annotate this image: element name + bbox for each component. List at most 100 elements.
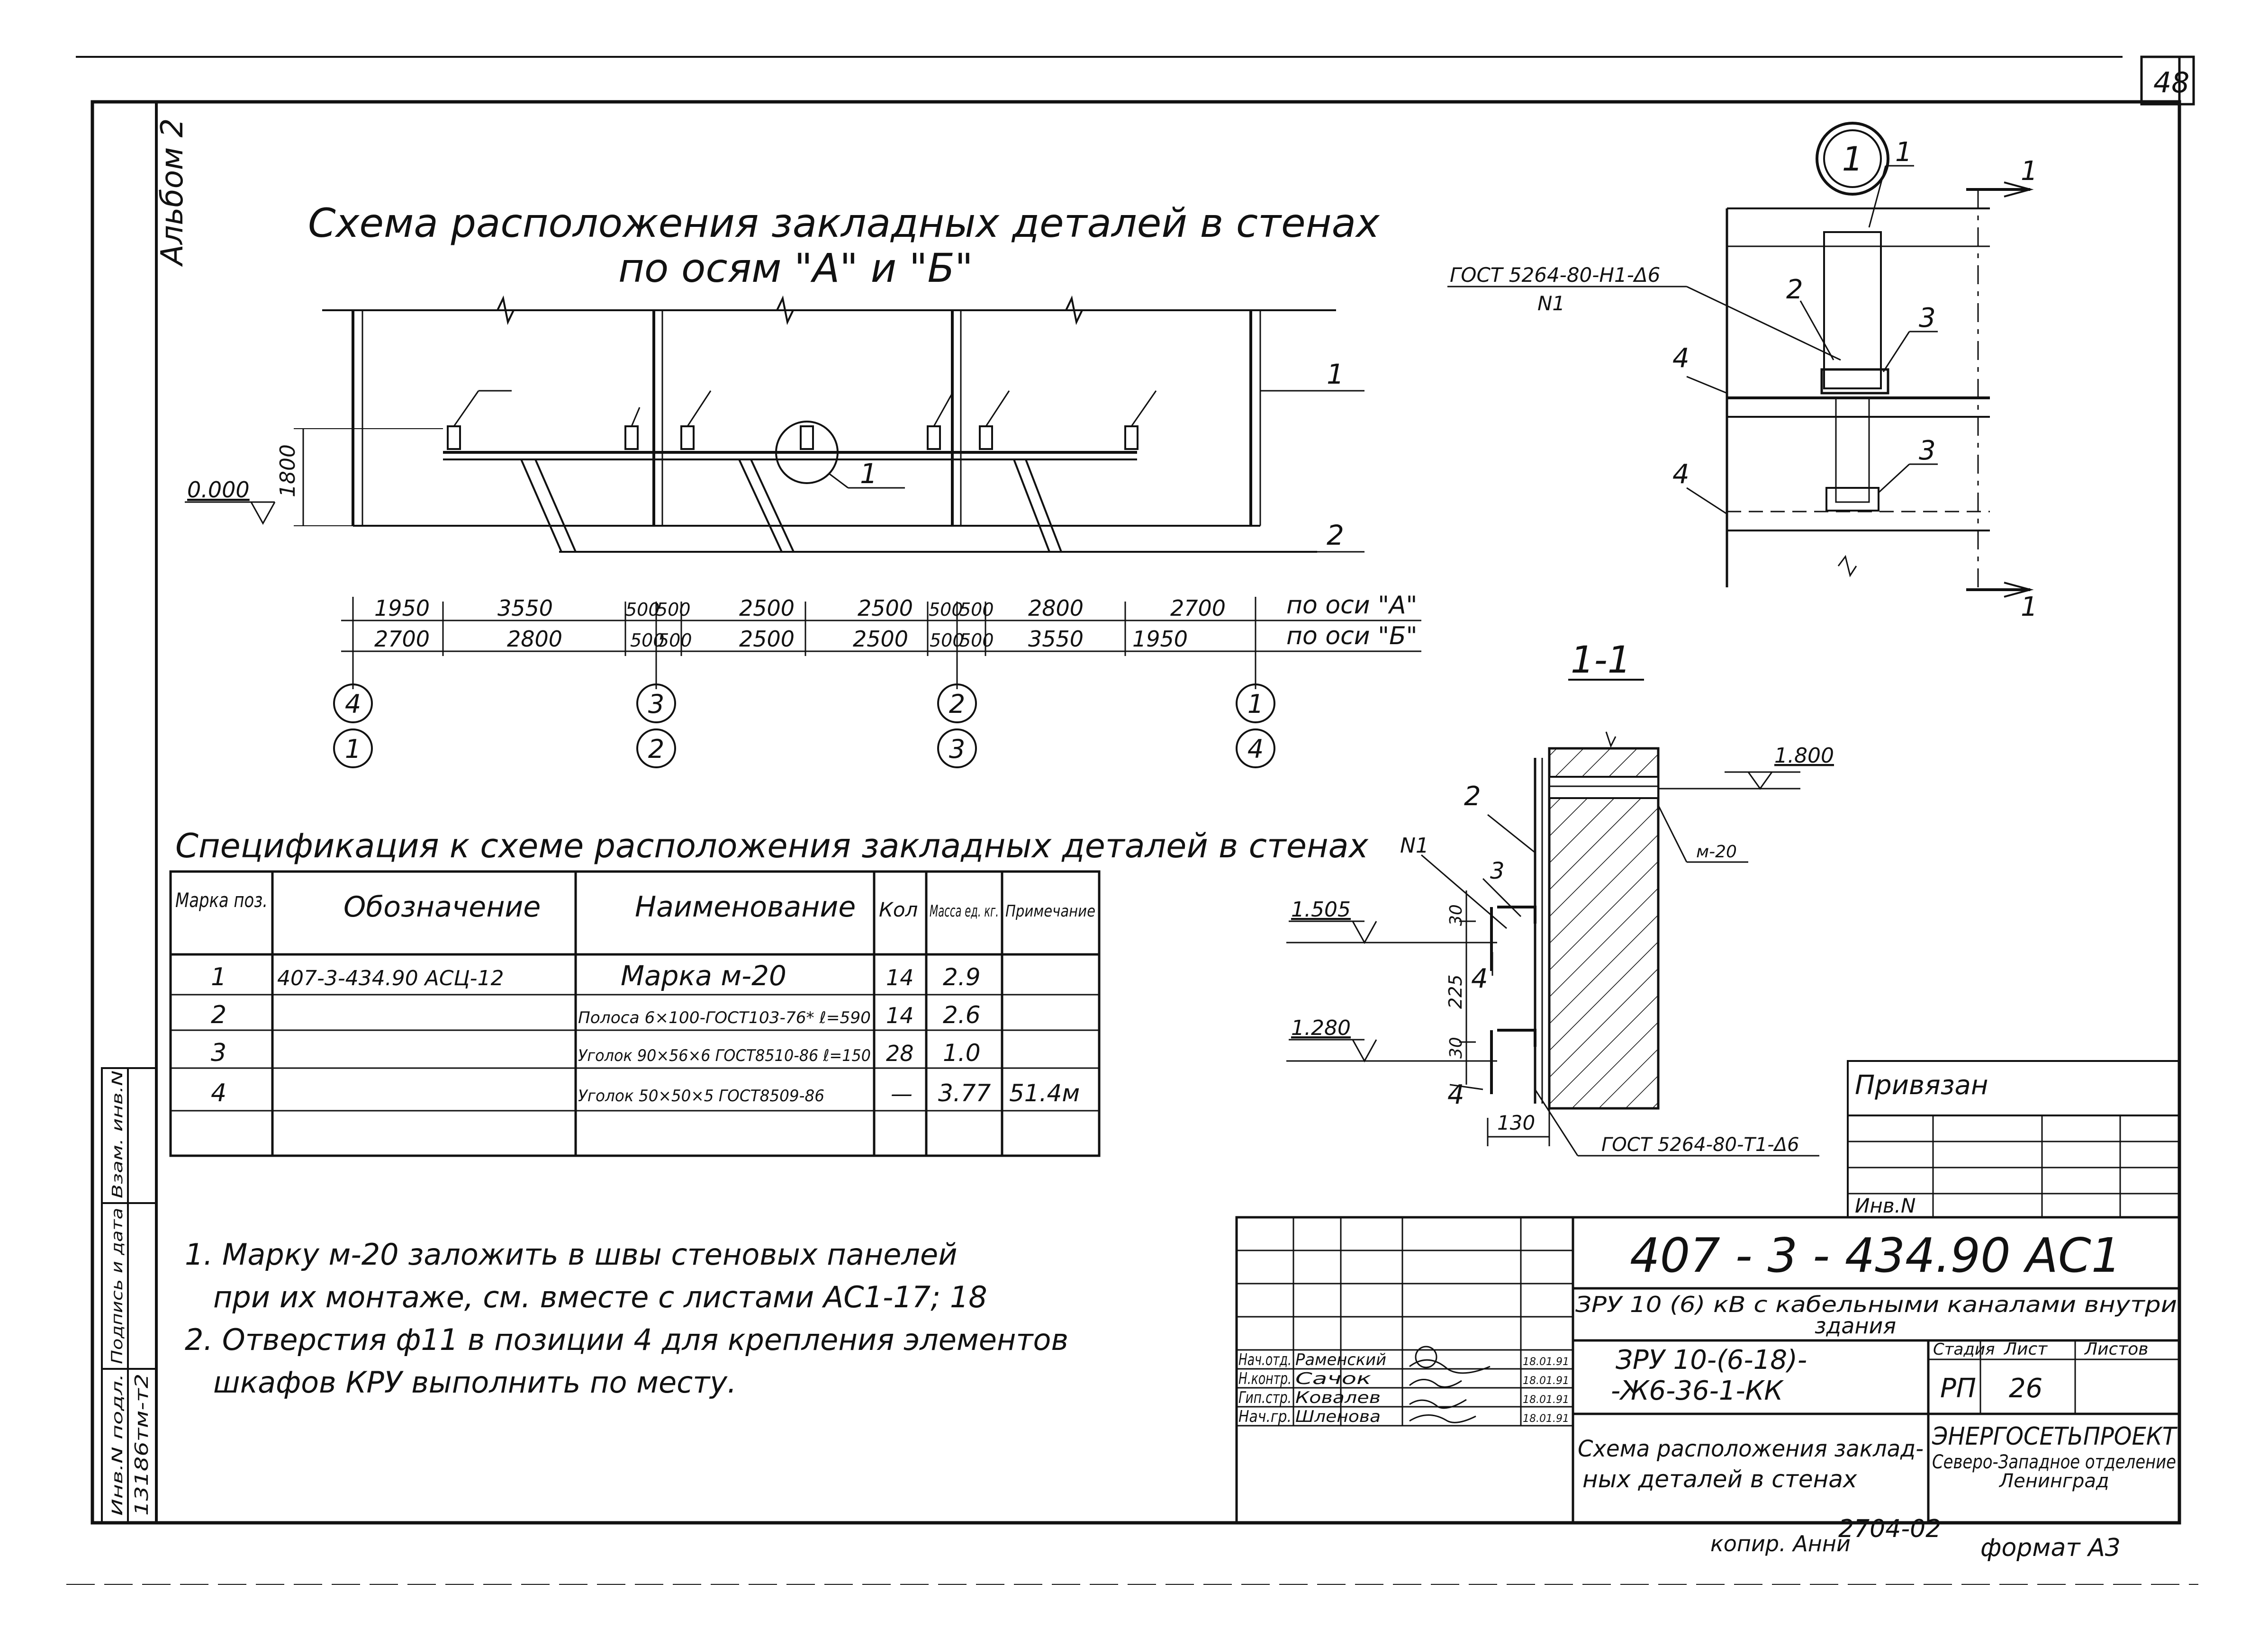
person-row: Гип.стр. Ковалев 18.01.91 bbox=[1238, 1388, 1569, 1407]
person-row: Нач.гр. Шленова 18.01.91 bbox=[1238, 1407, 1569, 1426]
spec-cell-name: Марка м-20 bbox=[621, 960, 786, 992]
note-line-1: 1. Марку м-20 заложить в швы стеновых па… bbox=[185, 1237, 958, 1272]
privyazan-inv-label: Инв.N bbox=[1855, 1194, 1916, 1217]
person-role: Н.контр. bbox=[1238, 1369, 1292, 1388]
spec-cell-name: Полоса 6×100-ГОСТ103-76* ℓ=590 bbox=[578, 1008, 871, 1027]
height-1800-label: 1800 bbox=[276, 444, 300, 497]
level-1280: 1.280 bbox=[1291, 1016, 1351, 1040]
person-date: 18.01.91 bbox=[1523, 1413, 1569, 1425]
cut-mark-bottom: 1 bbox=[2021, 592, 2038, 622]
spec-row: 1 407-3-434.90 АСЦ-12 Марка м-20 14 2.9 bbox=[211, 960, 981, 992]
sheet-number: 48 bbox=[2153, 66, 2189, 99]
row-a-label: по оси "А" bbox=[1286, 591, 1417, 620]
axis-bottom-1: 1 bbox=[345, 734, 361, 764]
dimension-lines bbox=[341, 597, 1421, 689]
spec-cell-mass: 3.77 bbox=[938, 1079, 991, 1107]
spec-cell-qty: 14 bbox=[886, 1003, 914, 1028]
node1-label-2: 2 bbox=[1786, 274, 1803, 305]
axis-bottom-2: 2 bbox=[648, 734, 664, 764]
section-1-1 bbox=[1286, 731, 1819, 1157]
spec-title: Спецификация к схеме расположения заклад… bbox=[175, 827, 1369, 865]
spec-cell-qty: 28 bbox=[886, 1041, 914, 1066]
note-line-4: шкафов КРУ выполнить по месту. bbox=[213, 1365, 737, 1400]
section-n1: N1 bbox=[1400, 834, 1429, 858]
section-label-2: 2 bbox=[1464, 781, 1481, 812]
spec-cell-mark: 1 bbox=[211, 963, 226, 991]
dims-row-b: 2700 2800 500 500 2500 2500 500 500 3550… bbox=[374, 626, 1188, 652]
title-block-org-line1: ЭНЕРГОСЕТЬПРОЕКТ bbox=[1932, 1422, 2178, 1451]
dim-a-10: 2700 bbox=[1170, 595, 1226, 621]
title-block-people: Нач.отд. Раменский 18.01.91 Н.контр. Сач… bbox=[1238, 1350, 1569, 1426]
section-label-4a: 4 bbox=[1471, 963, 1488, 994]
footer-number: 2704-02 bbox=[1838, 1515, 1941, 1543]
spec-row: 4 Уголок 50×50×5 ГОСТ8509-86 — 3.77 51.4… bbox=[211, 1079, 1080, 1107]
spec-cell-mass: 1.0 bbox=[943, 1039, 981, 1067]
person-date: 18.01.91 bbox=[1523, 1356, 1569, 1368]
privyazan-block bbox=[1847, 1060, 2180, 1218]
cut-mark-top: 1 bbox=[2021, 156, 2038, 187]
spec-table-grid bbox=[169, 870, 1101, 1157]
footer-format: формат А3 bbox=[1980, 1534, 2121, 1562]
dim-225: 225 bbox=[1445, 974, 1466, 1009]
side-stamp-inv-number: 13186тм-т2 bbox=[131, 1374, 152, 1516]
section-title: 1-1 bbox=[1571, 639, 1631, 682]
dim-b-1: 2700 bbox=[374, 626, 430, 652]
spec-header-name: Наименование bbox=[635, 890, 856, 924]
title-block-sheet-label: Лист bbox=[2003, 1339, 2048, 1359]
title-block-stage-label: Стадия bbox=[1933, 1340, 1995, 1359]
section-gost: ГОСТ 5264-80-Т1-Δ6 bbox=[1601, 1134, 1799, 1156]
axis-markers: 4 3 2 1 1 2 3 4 bbox=[333, 683, 1275, 768]
spec-cell-mark: 4 bbox=[211, 1079, 226, 1107]
spec-cell-mark: 2 bbox=[211, 1001, 226, 1029]
person-name: Раменский bbox=[1295, 1350, 1386, 1369]
section-label-4b: 4 bbox=[1447, 1079, 1464, 1110]
spec-row: 3 Уголок 90×56×6 ГОСТ8510-86 ℓ=150 28 1.… bbox=[211, 1039, 981, 1067]
node1-label-3a: 3 bbox=[1919, 303, 1936, 333]
title-block-org-line3: Ленинград bbox=[1998, 1470, 2109, 1492]
person-row: Нач.отд. Раменский 18.01.91 bbox=[1238, 1350, 1569, 1369]
note-line-2: при их монтаже, см. вместе с листами АС1… bbox=[213, 1280, 987, 1314]
node1-circle-label: 1 bbox=[1842, 140, 1863, 179]
title-block-variant-line2: -Ж6-36-1-КК bbox=[1611, 1375, 1784, 1406]
node1-label-4b: 4 bbox=[1672, 459, 1690, 490]
side-stamp-inv: Инв.N подл. bbox=[109, 1374, 126, 1516]
dim-b-4: 500 bbox=[658, 630, 692, 651]
spec-cell-qty: 14 bbox=[886, 965, 914, 990]
dim-b-5: 2500 bbox=[739, 626, 795, 652]
axis-top-2: 2 bbox=[949, 689, 965, 719]
axis-bottom-4: 4 bbox=[1247, 734, 1264, 764]
side-stamp bbox=[101, 1067, 157, 1524]
scheme-title-line1: Схема расположения закладных деталей в с… bbox=[308, 200, 1380, 246]
spec-cell-name: Уголок 50×50×5 ГОСТ8509-86 bbox=[578, 1087, 824, 1106]
dim-a-6: 2500 bbox=[858, 595, 913, 621]
title-block-stage: РП bbox=[1940, 1373, 1976, 1404]
dim-b-7: 500 bbox=[930, 630, 964, 651]
dim-b-6: 2500 bbox=[853, 626, 908, 652]
title-block-grid bbox=[1235, 1216, 2181, 1524]
spec-header: Марка поз. Обозначение Наименование Кол … bbox=[175, 889, 1095, 924]
spec-cell-qty: — bbox=[891, 1081, 913, 1106]
node1-label-3b: 3 bbox=[1919, 435, 1936, 466]
node1-gost: ГОСТ 5264-80-Н1-Δ6 bbox=[1450, 263, 1660, 287]
dim-30-bottom: 30 bbox=[1446, 1037, 1466, 1059]
dim-30-top: 30 bbox=[1446, 904, 1466, 926]
dim-a-4: 500 bbox=[656, 599, 691, 620]
spec-cell-mark: 3 bbox=[211, 1039, 226, 1067]
dim-a-7: 500 bbox=[929, 599, 963, 620]
dim-b-9: 3550 bbox=[1028, 626, 1084, 652]
person-name: Сачок bbox=[1295, 1369, 1372, 1388]
title-block-drawing-line1: Схема расположения заклад- bbox=[1578, 1436, 1924, 1462]
spec-cell-designation: 407-3-434.90 АСЦ-12 bbox=[277, 966, 504, 990]
node1-label-1: 1 bbox=[1895, 137, 1912, 168]
dim-a-8: 500 bbox=[959, 599, 994, 620]
dim-a-9: 2800 bbox=[1028, 595, 1084, 621]
title-block-object-line2: здания bbox=[1815, 1313, 1896, 1339]
axis-top-4: 4 bbox=[345, 689, 361, 719]
side-stamp-signature: Подпись и дата bbox=[108, 1208, 126, 1364]
scheme-callout-label: 1 bbox=[860, 458, 877, 490]
scheme-leader-label-1: 1 bbox=[1327, 358, 1344, 390]
spec-rows: 1 407-3-434.90 АСЦ-12 Марка м-20 14 2.9 … bbox=[211, 960, 1080, 1107]
row-b-label: по оси "Б" bbox=[1286, 622, 1418, 650]
title-block-org-line2: Северо-Западное отделение bbox=[1932, 1451, 2176, 1473]
